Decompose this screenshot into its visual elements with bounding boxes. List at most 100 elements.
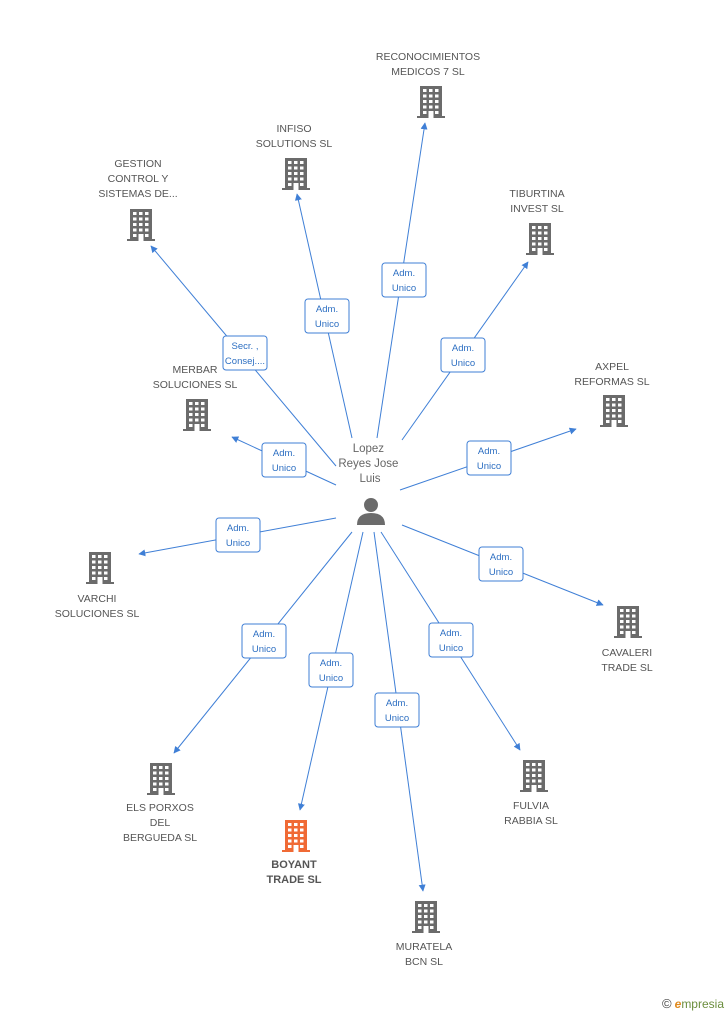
company-name-line: SOLUTIONS SL [256,138,333,150]
company-node-fulvia[interactable]: FULVIA RABBIA SL [504,760,558,827]
role-label-text: Adm. [478,446,500,457]
role-label-text: Unico [451,358,475,369]
company-name-line: MERBAR [173,364,218,376]
center-name-line: Luis [359,473,380,485]
role-label-box [304,298,350,334]
company-name: CAVALERI TRADE SL [601,647,653,674]
role-label[interactable]: Adm.Unico [308,652,354,688]
role-label-text: Unico [319,673,343,684]
role-label-text: Unico [392,283,416,294]
company-name-line: REFORMAS SL [574,376,649,388]
role-label-box [428,622,474,658]
company-name-line: MURATELA [396,941,452,953]
company-name-line: TRADE SL [267,874,322,886]
building-icon [412,901,440,933]
center-name-line: Lopez [353,443,385,455]
role-label-text: Unico [439,643,463,654]
company-node-axpel[interactable]: AXPEL REFORMAS SL [574,361,650,427]
role-label[interactable]: Adm. Unico [466,440,512,476]
role-label[interactable]: Adm. Unico [215,517,261,553]
person-icon [357,498,385,525]
center-person-node[interactable]: Lopez Reyes Jose Luis [338,443,401,525]
role-label[interactable]: Adm.Unico [478,546,524,582]
role-label-box [308,652,354,688]
company-name-line: INVEST SL [510,203,564,215]
role-label-text: Unico [226,538,250,549]
role-label[interactable]: Adm. Unico [381,262,427,298]
company-name-line: TIBURTINA [509,188,564,200]
role-label-text: Unico [252,644,276,655]
role-label[interactable]: Adm. Unico [428,622,474,658]
role-label-text: Unico [489,567,513,578]
building-icon [282,158,310,190]
company-name-line: BCN SL [405,956,443,968]
role-label[interactable]: Secr. , Consej.... [222,335,268,371]
role-label-text: Unico [477,461,501,472]
role-label-text: Unico [272,463,296,474]
company-name-line: RECONOCIMIENTOS [376,51,480,63]
role-label[interactable]: Adm. Unico [241,623,287,659]
footer-brand: ©empresia [662,996,724,1011]
role-label[interactable]: Adm. Unico [304,298,350,334]
role-label[interactable]: Adm.Unico [440,337,486,373]
role-label-text: Adm. [253,629,275,640]
company-node-boyant[interactable]: BOYANT TRADE SL [267,820,322,886]
role-label-box [478,546,524,582]
company-node-muratela[interactable]: MURATELA BCN SL [396,901,452,968]
company-name-line: TRADE SL [601,662,653,674]
company-node-merbar[interactable]: MERBAR SOLUCIONES SL [153,364,238,431]
role-label-box [261,442,307,478]
company-name-line: SISTEMAS DE... [98,188,177,200]
company-name: AXPEL REFORMAS SL [574,361,649,388]
building-icon [86,552,114,584]
company-name-line: AXPEL [595,361,629,373]
role-label-text: Unico [385,713,409,724]
building-icon [183,399,211,431]
company-node-cavaleri[interactable]: CAVALERI TRADE SL [601,606,653,674]
center-person-name: Lopez Reyes Jose Luis [338,443,401,485]
building-icon [520,760,548,792]
company-name-line: RABBIA SL [504,815,558,827]
role-label-text: Adm. [227,523,249,534]
role-label-box [381,262,427,298]
role-label-box [374,692,420,728]
company-name: FULVIA RABBIA SL [504,800,558,827]
role-label-box [440,337,486,373]
company-name: TIBURTINA INVEST SL [509,188,564,215]
brand-name: mpresia [681,997,724,1011]
company-name-line: SOLUCIONES SL [153,379,238,391]
role-label-text: Adm. [273,448,295,459]
company-node-tiburtina[interactable]: TIBURTINA INVEST SL [509,188,565,255]
company-name-line: CAVALERI [602,647,652,659]
company-name-line: FULVIA [513,800,549,812]
role-label-text: Consej.... [225,356,265,367]
copyright-symbol: © [662,996,672,1011]
role-label[interactable]: Adm.Unico [374,692,420,728]
role-label-text: Unico [315,319,339,330]
role-label-box [222,335,268,371]
role-label[interactable]: Adm. Unico [261,442,307,478]
company-name-line: SOLUCIONES SL [55,608,140,620]
role-label-text: Adm. [393,268,415,279]
building-icon [600,395,628,427]
role-label-box [241,623,287,659]
building-icon [127,209,155,241]
building-icon [282,820,310,852]
company-name-line: BOYANT [271,859,317,871]
company-name-line: GESTION [114,158,161,170]
company-name: MERBAR SOLUCIONES SL [153,364,238,391]
role-label-text: Adm. [316,304,338,315]
role-label-text: Secr. , [232,341,259,352]
building-icon [147,763,175,795]
role-label-box [466,440,512,476]
role-label-text: Adm. [440,628,462,639]
